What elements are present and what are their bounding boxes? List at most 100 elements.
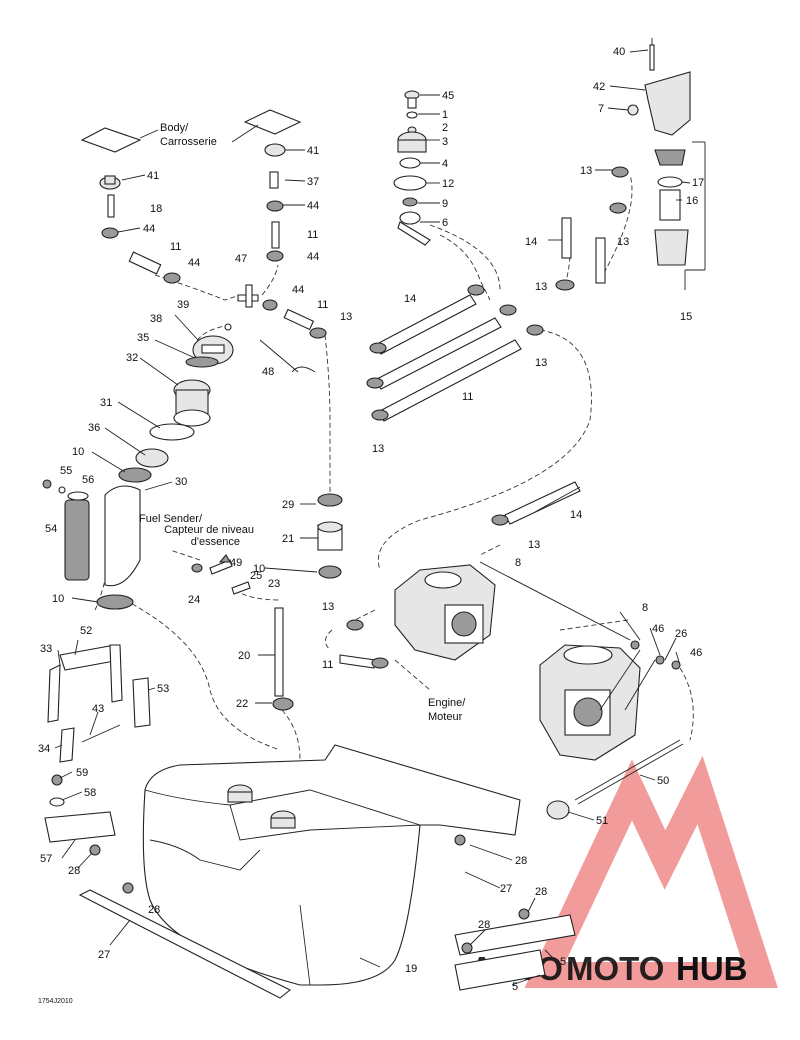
callout-15: 15 (680, 311, 692, 323)
engine-label-1: Engine/ (428, 697, 466, 709)
callout-26: 26 (675, 628, 687, 640)
callout-10a: 10 (72, 446, 84, 458)
callout-44a: 44 (307, 200, 319, 212)
callout-11c: 11 (317, 299, 328, 311)
callout-28d: 28 (535, 886, 547, 898)
callout-9: 9 (442, 198, 448, 210)
callout-14a: 14 (525, 236, 537, 248)
callout-5a: 5 (560, 956, 566, 968)
callout-27a: 27 (500, 883, 512, 895)
callout-35: 35 (137, 332, 149, 344)
callout-1: 1 (442, 109, 448, 121)
drawing-id: 1754J2010 (38, 998, 73, 1005)
callout-11e: 11 (322, 659, 333, 671)
callout-51: 51 (596, 815, 608, 827)
callout-28e: 28 (478, 919, 490, 931)
callout-8a: 8 (515, 557, 521, 569)
watermark-triangle-icon (524, 755, 778, 988)
callout-47: 47 (235, 253, 247, 265)
callout-46a: 46 (652, 623, 664, 635)
callout-25: 25 (250, 570, 262, 582)
carburetors (394, 561, 684, 820)
callout-37: 37 (307, 176, 319, 188)
callout-33: 33 (40, 643, 52, 655)
callout-53: 53 (157, 683, 169, 695)
callout-20: 20 (238, 650, 250, 662)
callout-28c: 28 (515, 855, 527, 867)
callout-27b: 27 (98, 949, 110, 961)
fuel-tank (78, 744, 576, 999)
callout-21: 21 (282, 533, 294, 545)
callout-50: 50 (657, 775, 669, 787)
callout-31: 31 (100, 397, 112, 409)
callout-42: 42 (593, 81, 605, 93)
callout-4: 4 (442, 158, 448, 170)
callout-19: 19 (405, 963, 417, 975)
callout-8b: 8 (642, 602, 648, 614)
fuel-hoses (366, 284, 581, 526)
callout-11d: 11 (462, 391, 473, 403)
callout-13h: 13 (322, 601, 334, 613)
callout-44e: 44 (292, 284, 304, 296)
callout-55: 55 (60, 465, 72, 477)
callout-52: 52 (80, 625, 92, 637)
callout-36: 36 (88, 422, 100, 434)
watermark-moto: MOTO (566, 950, 664, 987)
callout-43: 43 (92, 703, 104, 715)
callout-13c: 13 (535, 281, 547, 293)
callout-29: 29 (282, 499, 294, 511)
body-label: Body/ (160, 122, 189, 134)
callout-28a: 28 (68, 865, 80, 877)
callout-numbers: 40 42 7 17 16 15 13 13 13 13 13 13 13 13… (38, 46, 704, 993)
callout-34: 34 (38, 743, 50, 755)
fuel-sender-label-3: d'essence (191, 536, 240, 548)
callout-5b: 5 (512, 981, 518, 993)
callout-14b: 14 (404, 293, 416, 305)
callout-56: 56 (82, 474, 94, 486)
left-brackets (44, 644, 151, 856)
filler-neck-assembly (42, 335, 234, 610)
rollover-valve-assembly (555, 38, 706, 291)
callout-24: 24 (188, 594, 200, 606)
fuel-pump-stack (393, 90, 431, 246)
callout-41b: 41 (307, 145, 319, 157)
callout-6: 6 (442, 217, 448, 229)
callout-11b: 11 (307, 229, 318, 241)
callout-23: 23 (268, 578, 280, 590)
callout-13b: 13 (617, 236, 629, 248)
callout-13d: 13 (340, 311, 352, 323)
callout-13a: 13 (580, 165, 592, 177)
callout-18: 18 (150, 203, 162, 215)
callout-28b: 28 (148, 904, 160, 916)
callout-57: 57 (40, 853, 52, 865)
callout-58: 58 (84, 787, 96, 799)
engine-label-2: Moteur (428, 711, 463, 723)
callout-12: 12 (442, 178, 454, 190)
engine-connection: Engine/ Moteur (339, 619, 466, 723)
callout-13e: 13 (535, 357, 547, 369)
callout-7: 7 (598, 103, 604, 115)
body-mounting-plates: Body/ Carrosserie (80, 109, 302, 153)
callout-44b: 44 (143, 223, 155, 235)
vent-fittings-left (99, 143, 327, 339)
callout-30: 30 (175, 476, 187, 488)
fuel-filter-assembly: Fuel Sender/ Capteur de niveau d'essence (139, 366, 343, 711)
watermark-hub: HUB (676, 950, 748, 987)
callout-13g: 13 (528, 539, 540, 551)
callout-10b: 10 (52, 593, 64, 605)
callout-2: 2 (442, 122, 448, 134)
callout-44c: 44 (188, 257, 200, 269)
callout-49: 49 (230, 557, 242, 569)
callout-10c: 10 (253, 563, 265, 575)
fuel-sender-label-1: Fuel Sender/ (139, 513, 203, 525)
callout-16: 16 (686, 195, 698, 207)
callout-40: 40 (613, 46, 625, 58)
callout-17: 17 (692, 177, 704, 189)
callout-38: 38 (150, 313, 162, 325)
callout-48: 48 (262, 366, 274, 378)
callout-11a: 11 (170, 241, 181, 253)
callout-13f: 13 (372, 443, 384, 455)
callout-22: 22 (236, 698, 248, 710)
